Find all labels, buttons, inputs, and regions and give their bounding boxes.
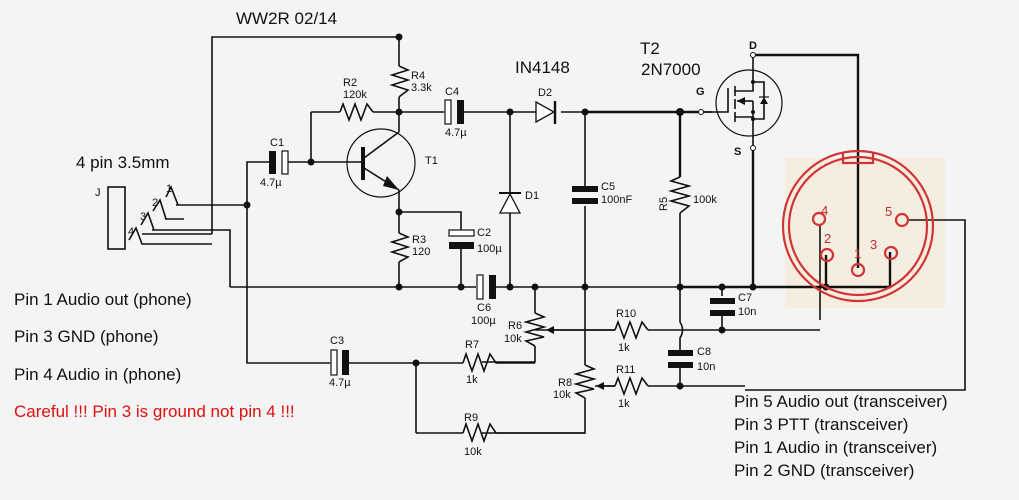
svg-text:C5: C5: [601, 181, 615, 193]
d2-part-number: IN4148: [515, 58, 570, 77]
audio-jack: 4 pin 3.5mm J 1 2 3 4: [76, 153, 212, 250]
jack-pin-3: 3: [140, 211, 146, 223]
svg-text:R7: R7: [465, 339, 479, 351]
jack-pin-2: 2: [152, 197, 158, 209]
transceiver-note-pin1: Pin 1 Audio in (transceiver): [734, 438, 937, 457]
svg-text:R4: R4: [411, 70, 425, 82]
resistor-r10: R10 1k: [614, 308, 649, 354]
phone-note-pin1: Pin 1 Audio out (phone): [14, 290, 192, 309]
din-pin-5: 5: [885, 204, 892, 219]
svg-text:3.3k: 3.3k: [411, 82, 432, 94]
diode-d1: D1: [498, 190, 539, 214]
transceiver-note-pin3: Pin 3 PTT (transceiver): [734, 415, 908, 434]
resistor-r2: R2 120k: [339, 77, 374, 123]
t2-label: T2: [640, 39, 660, 58]
svg-text:C8: C8: [697, 346, 711, 358]
svg-text:10k: 10k: [553, 389, 571, 401]
t2-part-number: 2N7000: [641, 60, 701, 79]
resistor-r4: R4 3.3k: [389, 65, 432, 98]
resistor-r5: 100k R5: [658, 176, 717, 214]
svg-text:D: D: [749, 40, 757, 52]
potentiometer-r6: R6 10k: [504, 312, 615, 347]
svg-text:R9: R9: [464, 412, 478, 424]
din-connector: 1 2 3 4 5: [781, 149, 935, 303]
transceiver-notes: Pin 5 Audio out (transceiver) Pin 3 PTT …: [734, 392, 948, 480]
resistor-r9: R9 10k: [462, 412, 585, 458]
jack-designator: J: [95, 187, 101, 199]
svg-text:1k: 1k: [618, 398, 630, 410]
capacitor-c8: C8 10n: [668, 346, 715, 373]
resistor-r11: R11 1k: [614, 364, 649, 410]
svg-text:120k: 120k: [343, 89, 367, 101]
transceiver-note-pin5: Pin 5 Audio out (transceiver): [734, 392, 948, 411]
svg-text:100nF: 100nF: [601, 194, 632, 206]
svg-text:C2: C2: [477, 227, 491, 239]
jack-label: 4 pin 3.5mm: [76, 153, 170, 172]
capacitor-c5: C5 100nF: [572, 181, 632, 206]
svg-text:1k: 1k: [466, 374, 478, 386]
svg-text:R6: R6: [508, 320, 522, 332]
diode-d2: D2 IN4148: [515, 58, 570, 124]
din-pin-1: 1: [854, 246, 861, 261]
potentiometer-r8: R8 10k: [553, 364, 615, 401]
din-pin-4: 4: [821, 203, 828, 218]
svg-text:100µ: 100µ: [477, 243, 502, 255]
junctions: [243, 33, 830, 390]
resistor-r7: R7 1k: [462, 339, 535, 386]
svg-text:10k: 10k: [464, 446, 482, 458]
svg-text:D2: D2: [538, 87, 552, 99]
svg-text:C7: C7: [738, 292, 752, 304]
svg-text:T1: T1: [425, 155, 438, 167]
svg-text:10k: 10k: [504, 333, 522, 345]
mosfet-t2: D G S T2 2N7000: [640, 39, 783, 158]
svg-text:C4: C4: [445, 86, 459, 98]
svg-text:R11: R11: [616, 364, 635, 376]
svg-text:D1: D1: [525, 190, 539, 202]
capacitor-c7: C7 10n: [710, 292, 756, 318]
svg-text:1k: 1k: [618, 342, 630, 354]
din-pin-2: 2: [824, 231, 831, 246]
svg-text:100k: 100k: [693, 194, 717, 206]
svg-text:G: G: [696, 86, 705, 98]
capacitor-c3: C3 4.7µ: [329, 335, 351, 389]
svg-text:10n: 10n: [697, 361, 715, 373]
capacitor-c1: C1 4.7µ: [260, 137, 289, 189]
svg-text:R3: R3: [412, 234, 426, 246]
capacitor-c2: C2 100µ: [448, 227, 502, 255]
svg-text:4.7µ: 4.7µ: [329, 377, 351, 389]
svg-text:C6: C6: [477, 302, 491, 314]
capacitor-c6: C6 100µ: [471, 274, 496, 327]
phone-notes: Pin 1 Audio out (phone) Pin 3 GND (phone…: [14, 290, 295, 421]
svg-text:R8: R8: [558, 377, 572, 389]
jack-pin-4: 4: [128, 226, 134, 238]
jack-pin-1: 1: [166, 183, 172, 195]
svg-text:4.7µ: 4.7µ: [445, 127, 467, 139]
phone-note-pin3: Pin 3 GND (phone): [14, 327, 159, 346]
svg-text:R10: R10: [616, 308, 636, 320]
svg-text:10n: 10n: [738, 306, 756, 318]
schematic-title: WW2R 02/14: [236, 9, 337, 28]
capacitor-c4: C4 4.7µ: [444, 86, 467, 139]
resistor-r3: R3 120: [389, 232, 430, 263]
svg-text:R2: R2: [343, 77, 357, 89]
svg-text:C1: C1: [270, 137, 284, 149]
din-pin-3: 3: [870, 237, 877, 252]
svg-text:C3: C3: [330, 335, 344, 347]
svg-text:120: 120: [412, 246, 430, 258]
svg-text:100µ: 100µ: [471, 315, 496, 327]
phone-note-pin4: Pin 4 Audio in (phone): [14, 365, 181, 384]
din-background: [785, 158, 945, 308]
transistor-t1: T1: [346, 128, 438, 198]
svg-text:R5: R5: [658, 197, 670, 211]
transceiver-note-pin2: Pin 2 GND (transceiver): [734, 461, 914, 480]
svg-text:S: S: [734, 146, 741, 158]
warning-note: Careful !!! Pin 3 is ground not pin 4 !!…: [14, 402, 295, 421]
svg-text:4.7µ: 4.7µ: [260, 177, 282, 189]
